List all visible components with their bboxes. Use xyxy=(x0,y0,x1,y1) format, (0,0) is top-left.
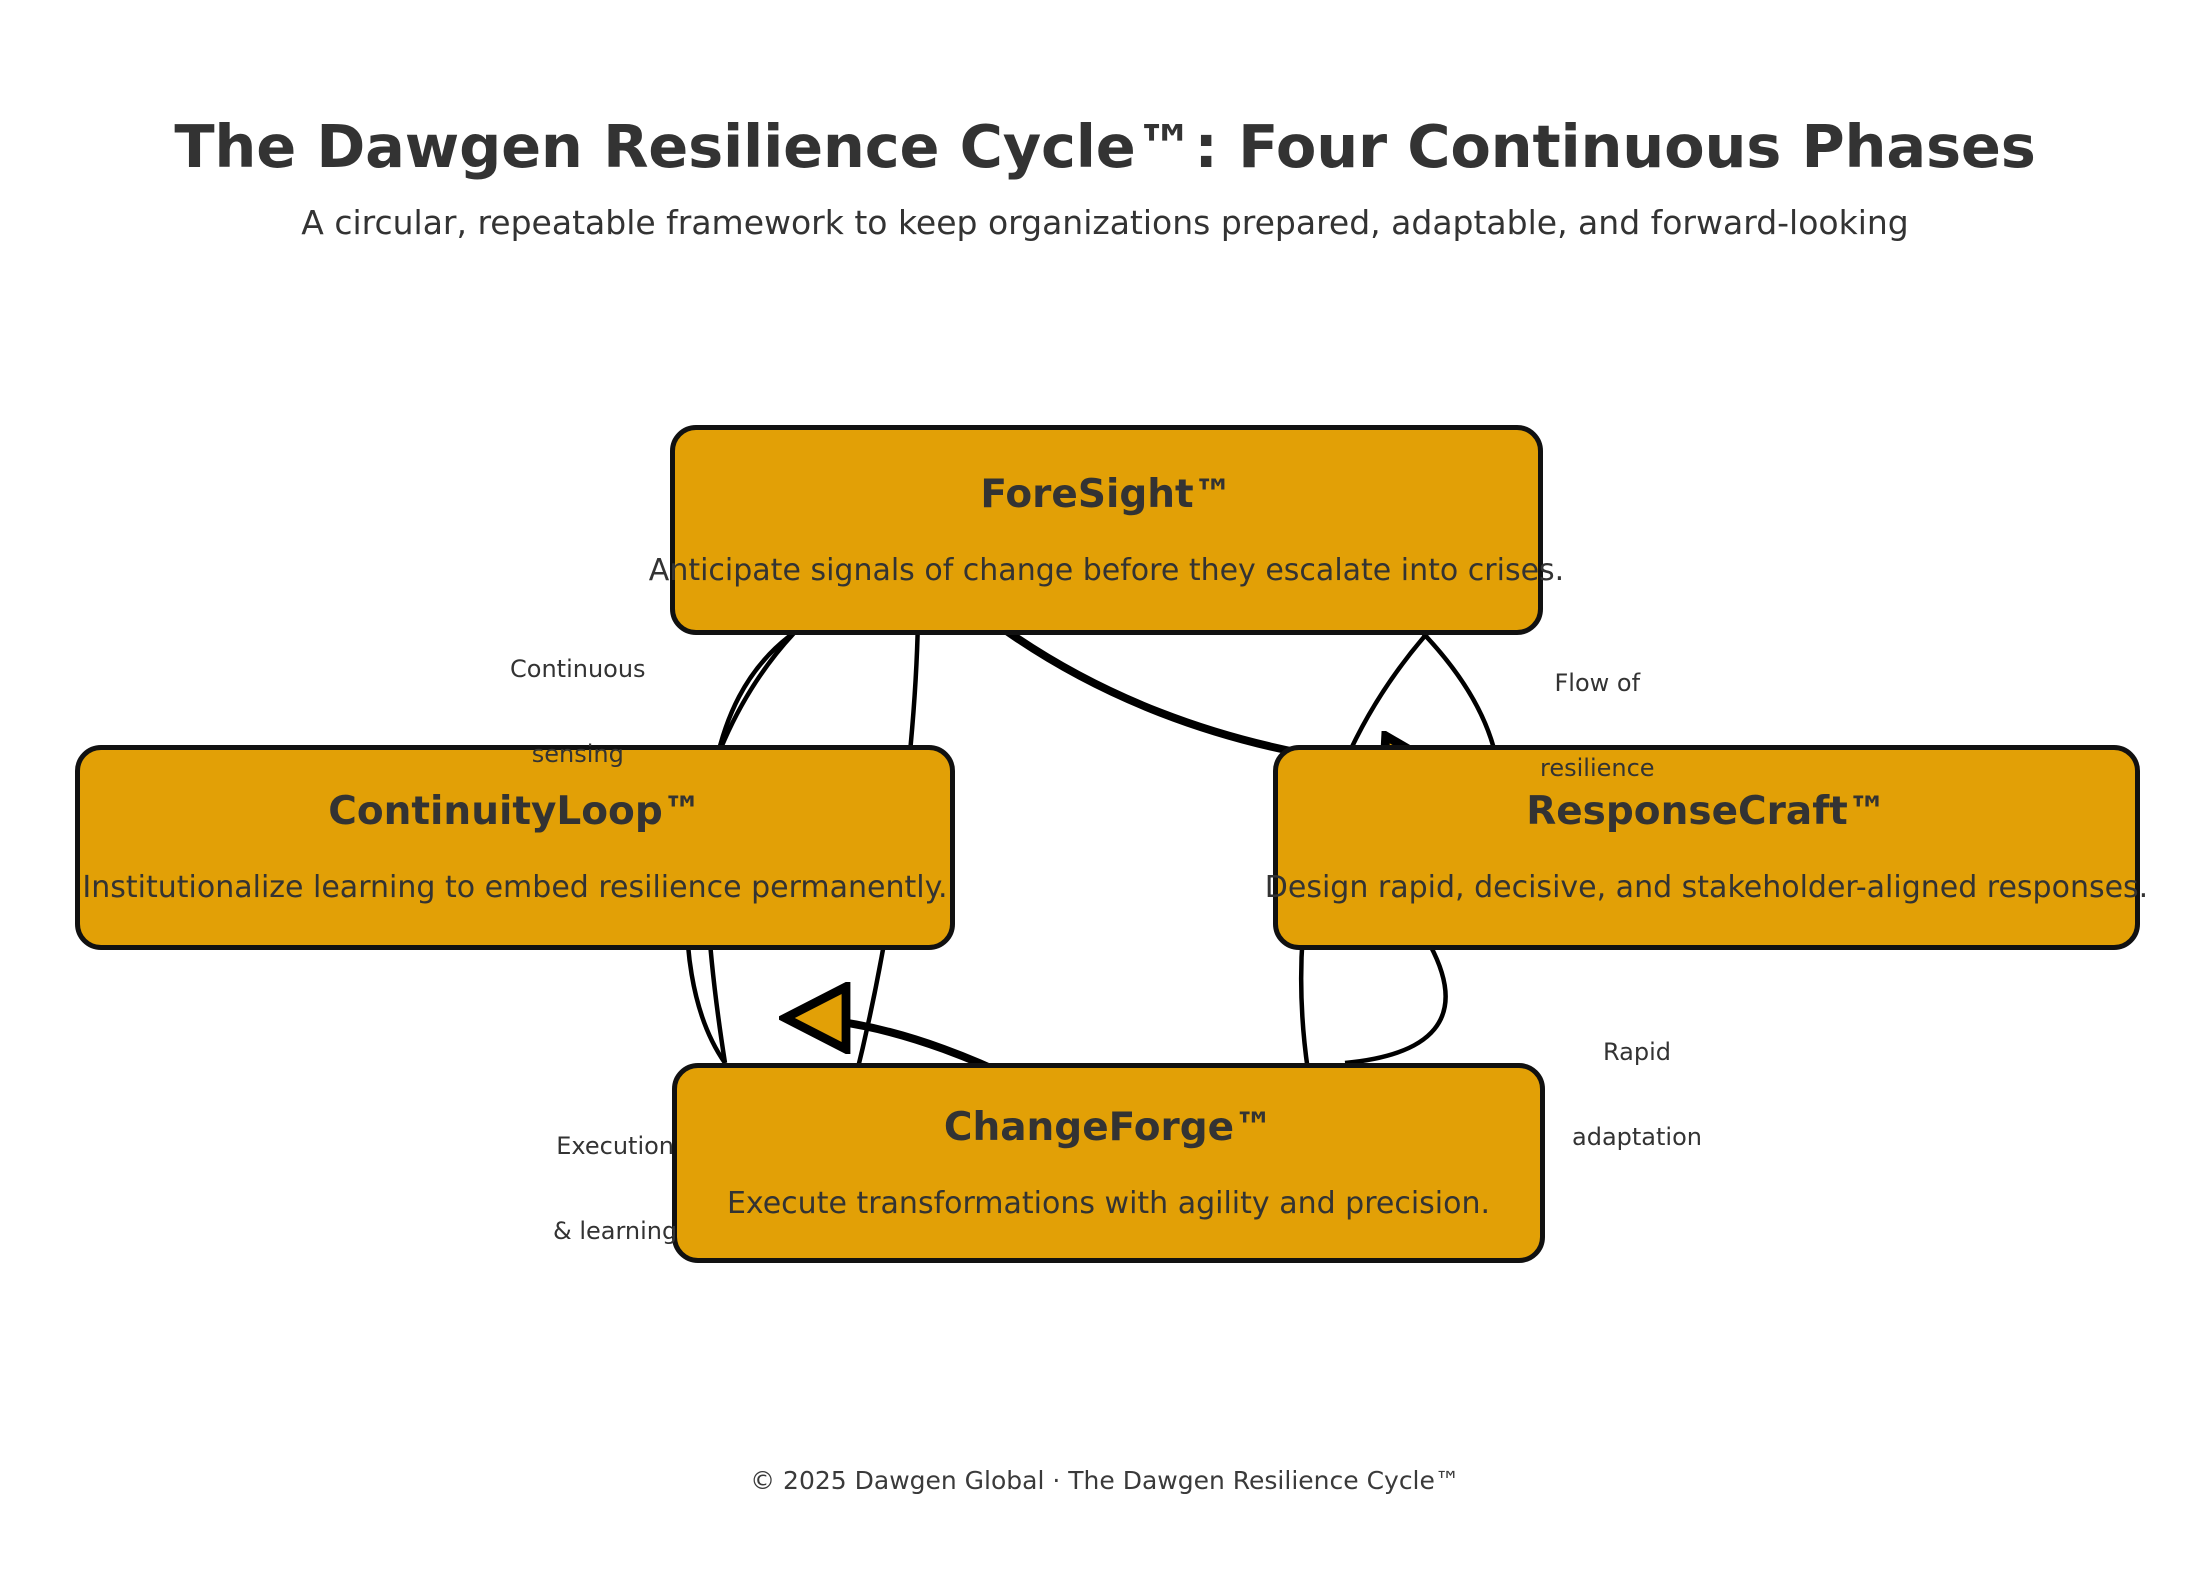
phase-node-continuityloop[interactable]: ContinuityLoop™ Institutionalize learnin… xyxy=(75,745,955,950)
phase-title-changeforge: ChangeForge™ xyxy=(943,1104,1274,1150)
edge-label-flow-of-resilience-line1: Flow of xyxy=(1554,668,1641,697)
phase-description-responsecraft: Design rapid, decisive, and stakeholder-… xyxy=(1264,870,2149,905)
phase-description-foresight: Anticipate signals of change before they… xyxy=(648,552,1565,588)
edge-label-flow-of-resilience-line2: resilience xyxy=(1540,753,1655,782)
edge-label-execution-learning: Execution & learning xyxy=(553,1075,677,1302)
phase-description-changeforge: Execute transformations with agility and… xyxy=(726,1185,1491,1221)
page-subtitle: A circular, repeatable framework to keep… xyxy=(301,203,1909,242)
edge-label-rapid-adaptation-line1: Rapid xyxy=(1602,1037,1671,1066)
edge-label-continuous-sensing-line2: sensing xyxy=(531,739,624,768)
phase-node-changeforge[interactable]: ChangeForge™ Execute transformations wit… xyxy=(672,1063,1545,1263)
edge-label-continuous-sensing-line1: Continuous xyxy=(510,654,646,683)
edge-label-execution-learning-line2: & learning xyxy=(553,1216,678,1245)
edge-label-execution-learning-line1: Execution xyxy=(556,1131,675,1160)
edge-label-rapid-adaptation: Rapid adaptation xyxy=(1572,981,1702,1208)
page-title: The Dawgen Resilience Cycle™: Four Conti… xyxy=(174,112,2036,181)
phase-node-foresight[interactable]: ForeSight™ Anticipate signals of change … xyxy=(649,425,1564,635)
footer-copyright: © 2025 Dawgen Global · The Dawgen Resili… xyxy=(750,1466,1460,1495)
edge-label-rapid-adaptation-line2: adaptation xyxy=(1572,1122,1702,1151)
edge-label-flow-of-resilience: Flow of resilience xyxy=(1540,612,1655,839)
phase-title-continuityloop: ContinuityLoop™ xyxy=(328,789,702,834)
phase-title-responsecraft: ResponseCraft™ xyxy=(1526,789,1887,834)
phase-description-continuityloop: Institutionalize learning to embed resil… xyxy=(82,870,948,905)
phase-title-foresight: ForeSight™ xyxy=(980,471,1233,517)
phase-node-responsecraft[interactable]: ResponseCraft™ Design rapid, decisive, a… xyxy=(1265,745,2148,950)
edge-label-continuous-sensing: Continuous sensing xyxy=(510,598,646,825)
